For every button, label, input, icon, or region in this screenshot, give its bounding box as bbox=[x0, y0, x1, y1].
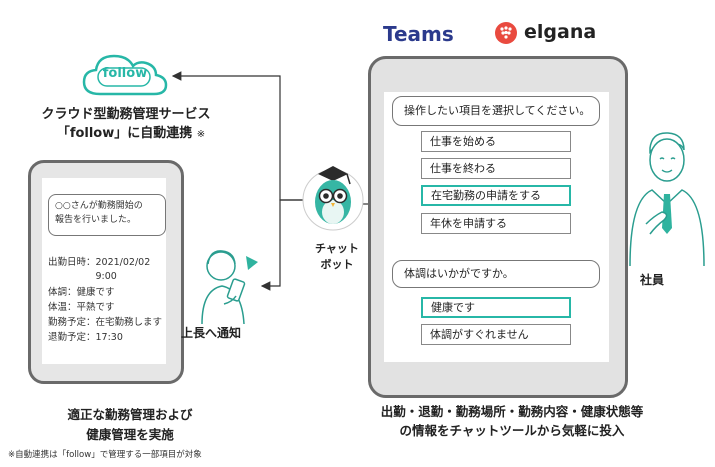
log-line-3: 体調：健康です bbox=[48, 287, 115, 298]
notify-manager-label: 上長へ通知 bbox=[181, 326, 242, 340]
employee-label: 社員 bbox=[640, 273, 665, 287]
cloud-caption-mark: ※ bbox=[196, 129, 206, 140]
log-line-2: 9:00 bbox=[48, 271, 117, 282]
log-line-4: 体温：平熱です bbox=[48, 302, 115, 313]
option-unwell[interactable]: 体調がすぐれません bbox=[421, 324, 571, 345]
elgana-logo-text: elgana bbox=[524, 21, 597, 43]
chatbot-caption-line2: ボット bbox=[320, 258, 354, 271]
option-healthy[interactable]: 健康です bbox=[421, 297, 571, 318]
caption-left-line2: 健康管理を実施 bbox=[86, 427, 174, 442]
elgana-logo-icon bbox=[495, 22, 517, 44]
chatbot-caption-line1: チャット bbox=[315, 242, 359, 255]
option-finish-work[interactable]: 仕事を終わる bbox=[421, 158, 571, 179]
footnote: ※自動連携は「follow」で管理する一部項目が対象 bbox=[8, 450, 202, 460]
cloud-caption-line2: 「follow」に自動連携 ※ bbox=[26, 122, 236, 141]
log-line-6: 退勤予定：17:30 bbox=[48, 332, 123, 343]
employee-illustration bbox=[629, 132, 705, 267]
cloud-caption-line1: クラウド型勤務管理サービス bbox=[41, 107, 211, 122]
chatbot-owl-icon bbox=[302, 166, 364, 231]
follow-cloud-label: follow bbox=[102, 66, 148, 81]
log-line-1: 出勤日時：2021/02/02 bbox=[48, 257, 151, 268]
question-bubble-2: 体調はいかがですか。 bbox=[392, 260, 600, 288]
notification-line1: ○○さんが勤務開始の bbox=[55, 201, 143, 211]
caption-left-line1: 適正な勤務管理および bbox=[67, 407, 193, 422]
option-remote-work-request[interactable]: 在宅勤務の申請をする bbox=[421, 185, 571, 206]
option-annual-leave[interactable]: 年休を申請する bbox=[421, 213, 571, 234]
manager-illustration bbox=[201, 250, 258, 325]
log-line-5: 勤務予定：在宅勤務します bbox=[48, 317, 163, 328]
option-start-work[interactable]: 仕事を始める bbox=[421, 131, 571, 152]
caption-right-line2: の情報をチャットツールから気軽に投入 bbox=[399, 423, 625, 438]
manager-notification-text: ○○さんが勤務開始の 報告を行いました。 bbox=[55, 199, 161, 227]
manager-notification-bubble bbox=[48, 194, 166, 236]
question-bubble-1: 操作したい項目を選択してください。 bbox=[392, 96, 600, 126]
cloud-icon bbox=[82, 54, 168, 96]
cloud-caption-text: 「follow」に自動連携 bbox=[56, 126, 193, 141]
caption-right-line1: 出勤・退勤・勤務場所・勤務内容・健康状態等 bbox=[380, 404, 644, 419]
teams-logo: Teams bbox=[383, 22, 454, 46]
notification-line2: 報告を行いました。 bbox=[55, 215, 137, 225]
